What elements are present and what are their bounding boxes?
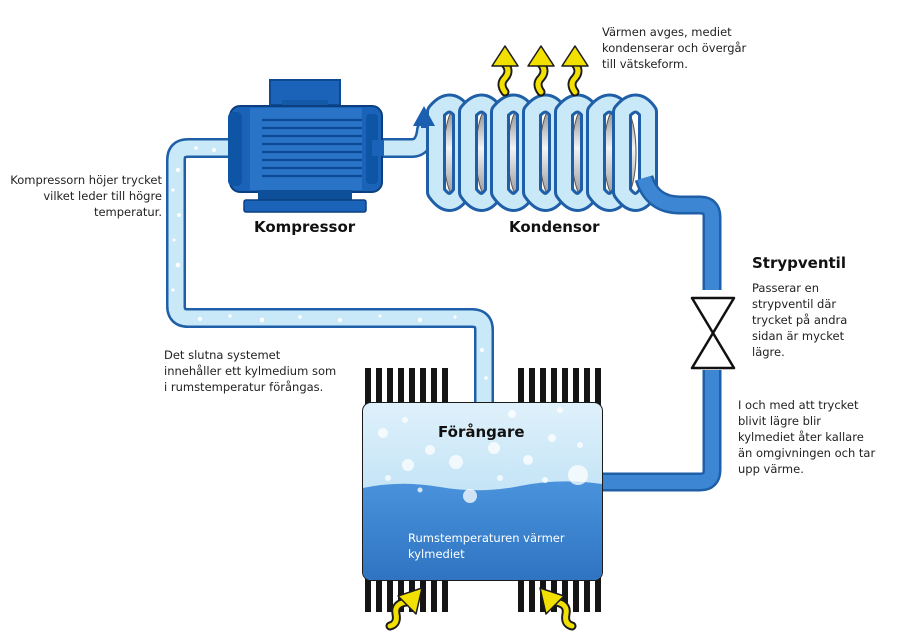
compressor-label: Kompressor <box>254 218 356 236</box>
valve-note: Passerar en strypventil där trycket på a… <box>752 280 847 360</box>
note-line: Kompressorn höjer trycket <box>10 173 162 187</box>
fin <box>431 368 437 408</box>
evaporator-tank <box>362 368 603 612</box>
yellow-wavy-arrow-up-icon <box>491 45 519 97</box>
fin <box>573 576 579 612</box>
fin <box>518 576 524 612</box>
note-line: kylmediet åter kallare <box>738 430 864 444</box>
evaporator-inside-note: Rumstemperaturen värmer kylmediet <box>408 530 565 562</box>
fin <box>442 368 448 408</box>
fin <box>420 576 426 612</box>
fin <box>540 368 546 408</box>
heat-in-arrows <box>385 587 577 631</box>
note-line: Värmen avges, mediet <box>602 25 732 39</box>
compressor-note: Kompressorn höjer trycket vilket leder t… <box>0 172 162 220</box>
liquid-pipe <box>600 174 722 492</box>
flow-arrow-icon <box>413 106 435 128</box>
note-line: kondenserar och övergår <box>602 41 747 55</box>
fin <box>398 368 404 408</box>
fin <box>442 576 448 612</box>
pipe-bubbles <box>171 146 488 380</box>
note-line: kylmediet <box>408 547 465 561</box>
fin <box>529 368 535 408</box>
condenser-label: Kondensor <box>509 218 600 236</box>
condenser-coil <box>426 93 658 212</box>
evaporator-label: Förångare <box>438 423 525 441</box>
fin <box>584 368 590 408</box>
note-line: upp värme. <box>738 462 804 476</box>
fin <box>387 368 393 408</box>
note-line: vilket leder till högre <box>43 189 162 203</box>
fin <box>431 576 437 612</box>
fin <box>562 368 568 408</box>
note-line: lägre. <box>752 345 785 359</box>
note-line: till vätskeform. <box>602 57 688 71</box>
fin <box>518 368 524 408</box>
note-line: blivit lägre blir <box>738 414 822 428</box>
fin <box>595 368 601 408</box>
note-line: I och med att trycket <box>738 398 859 412</box>
after-valve-note: I och med att trycket blivit lägre blir … <box>738 397 875 477</box>
yellow-wavy-arrow-up-icon <box>561 45 589 97</box>
fin <box>595 576 601 612</box>
condenser-note: Värmen avges, mediet kondenserar och öve… <box>602 24 746 72</box>
fin <box>529 576 535 612</box>
fin <box>398 576 404 612</box>
fin <box>551 368 557 408</box>
note-line: i rumstemperatur förångas. <box>164 380 324 394</box>
yellow-wavy-arrow-icon <box>385 587 423 631</box>
fin <box>562 576 568 612</box>
note-line: Rumstemperaturen värmer <box>408 531 565 545</box>
valve-label: Strypventil <box>752 254 846 272</box>
note-line: än omgivningen och tar <box>738 446 876 460</box>
fin <box>573 368 579 408</box>
discharge-pipe <box>362 120 436 158</box>
heat-out-arrows <box>491 45 589 97</box>
note-line: innehåller ett kylmedium som <box>164 364 337 378</box>
note-line: trycket på andra <box>752 313 848 327</box>
note-line: Det slutna systemet <box>164 348 281 362</box>
throttle-valve-icon <box>690 290 736 370</box>
yellow-wavy-arrow-icon <box>539 587 577 631</box>
system-note: Det slutna systemet innehåller ett kylme… <box>164 347 336 395</box>
fin <box>376 368 382 408</box>
fin <box>365 368 371 408</box>
fin <box>387 576 393 612</box>
yellow-wavy-arrow-up-icon <box>527 45 555 97</box>
fin <box>409 368 415 408</box>
note-line: temperatur. <box>93 205 162 219</box>
suction-pipe <box>166 138 494 415</box>
fin <box>584 576 590 612</box>
note-line: sidan är mycket <box>752 329 845 343</box>
fin <box>420 368 426 408</box>
fin <box>365 576 371 612</box>
fin <box>376 576 382 612</box>
note-line: Passerar en <box>752 281 820 295</box>
electric-motor-icon <box>228 79 384 213</box>
note-line: strypventil där <box>752 297 837 311</box>
